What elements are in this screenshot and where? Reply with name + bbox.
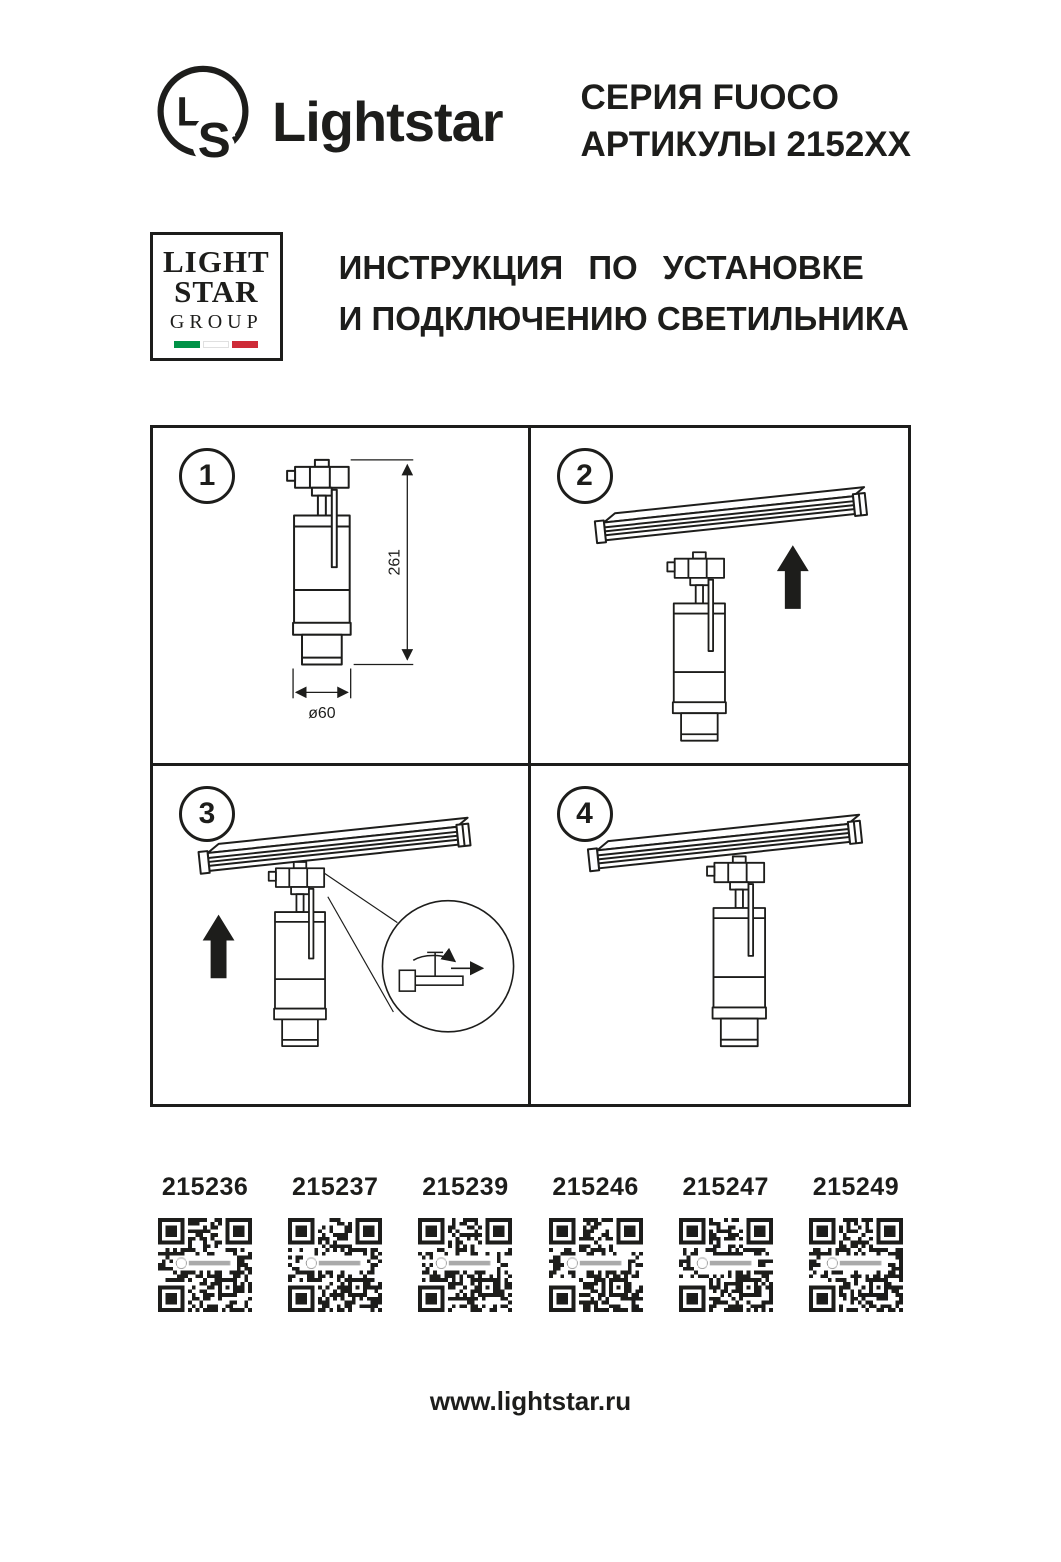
qr-code [678,1217,773,1312]
track-rail-drawing [196,816,472,875]
svg-text:S: S [198,113,231,168]
step-number-badge: 1 [179,447,235,504]
rotate-arrow-icon [412,947,457,962]
article-item: 215247 [678,1172,773,1312]
step-1-drawing: 261 ø60 [286,458,414,722]
spotlight-fixture-drawing [286,458,352,666]
qr-code [288,1217,383,1312]
step-1-panel: 1 261 ø60 [153,427,531,766]
step-number-badge: 3 [179,785,235,842]
instruction-steps-grid: 1 261 ø60 2 [150,424,911,1107]
qr-code [418,1217,513,1312]
spotlight-fixture-drawing [665,551,727,742]
article-number: 215246 [552,1172,639,1201]
brand-name: Lightstar [272,89,504,153]
track-rail-drawing [592,485,868,544]
step-4-panel: 4 [531,766,909,1104]
svg-text:S: S [198,113,231,168]
article-item: 215246 [548,1172,643,1312]
lightstar-bulb-icon: L S S [157,65,249,174]
document-header: L S S Lightstar СЕРИЯ FUOCO АРТИКУЛЫ 215… [0,62,1061,180]
article-number: 215237 [292,1172,379,1201]
instruction-page: L S S Lightstar СЕРИЯ FUOCO АРТИКУЛЫ 215… [0,62,1061,1562]
rotation-lock-detail [398,947,485,992]
group-logo-star: STAR [174,274,259,310]
height-dimension [350,459,414,665]
up-arrow-icon [776,545,809,609]
svg-text:L: L [177,88,202,134]
qr-code [808,1217,903,1312]
series-title: СЕРИЯ FUOCO [580,77,839,117]
article-number: 215249 [812,1172,900,1201]
step-number-badge: 2 [556,447,613,504]
qr-code [158,1217,253,1312]
italian-flag-icon [163,340,270,348]
instruction-title: ИНСТРУКЦИЯ ПО УСТАНОВКЕ И ПОДКЛЮЧЕНИЮ СВ… [339,242,909,344]
step-number-badge: 4 [556,785,613,842]
subheader: LIGHT STAR GROUP ИНСТРУКЦИЯ ПО УСТАНОВКЕ… [0,232,1061,361]
qr-code [548,1217,643,1312]
step-3-drawing [196,816,515,1047]
title-line-2: И ПОДКЛЮЧЕНИЮ СВЕТИЛЬНИКА [338,300,909,338]
article-item: 215249 [808,1172,903,1312]
series-articles: АРТИКУЛЫ 2152XX [580,125,911,164]
step-3-panel: 3 [153,765,531,1104]
spotlight-fixture-drawing [267,860,327,1047]
up-arrow-icon [202,914,235,978]
step-number: 3 [198,796,216,830]
spotlight-fixture-drawing [705,855,767,1047]
article-item: 215237 [288,1172,383,1312]
article-number: 215247 [682,1172,769,1201]
document-footer: www.lightstar.ru [0,1386,1061,1417]
group-logo-group: GROUP [169,310,263,333]
article-number: 215236 [161,1172,249,1201]
article-item: 215236 [158,1172,253,1312]
detail-callout-circle [381,899,515,1033]
article-qr-list: 215236 215237 215239 215246 215247 21524… [140,1173,921,1312]
series-info: СЕРИЯ FUOCO АРТИКУЛЫ 2152XX [581,74,911,169]
height-dimension-label: 261 [386,549,403,576]
diameter-dimension-label: ø60 [308,705,336,722]
website-url: www.lightstar.ru [429,1385,632,1416]
group-logo-light: LIGHT [163,244,270,279]
step-number: 4 [576,796,593,830]
article-number: 215239 [422,1172,509,1201]
lightstar-brand: L S S Lightstar [150,62,504,180]
step-number: 2 [576,458,593,492]
title-line-1: ИНСТРУКЦИЯ ПО УСТАНОВКЕ [338,249,864,286]
article-item: 215239 [418,1172,513,1312]
callout-lines [323,872,398,1013]
step-2-panel: 2 [530,428,908,766]
diameter-dimension [292,668,352,699]
step-number: 1 [198,458,216,492]
lightstar-group-logo: LIGHT STAR GROUP [150,232,283,361]
